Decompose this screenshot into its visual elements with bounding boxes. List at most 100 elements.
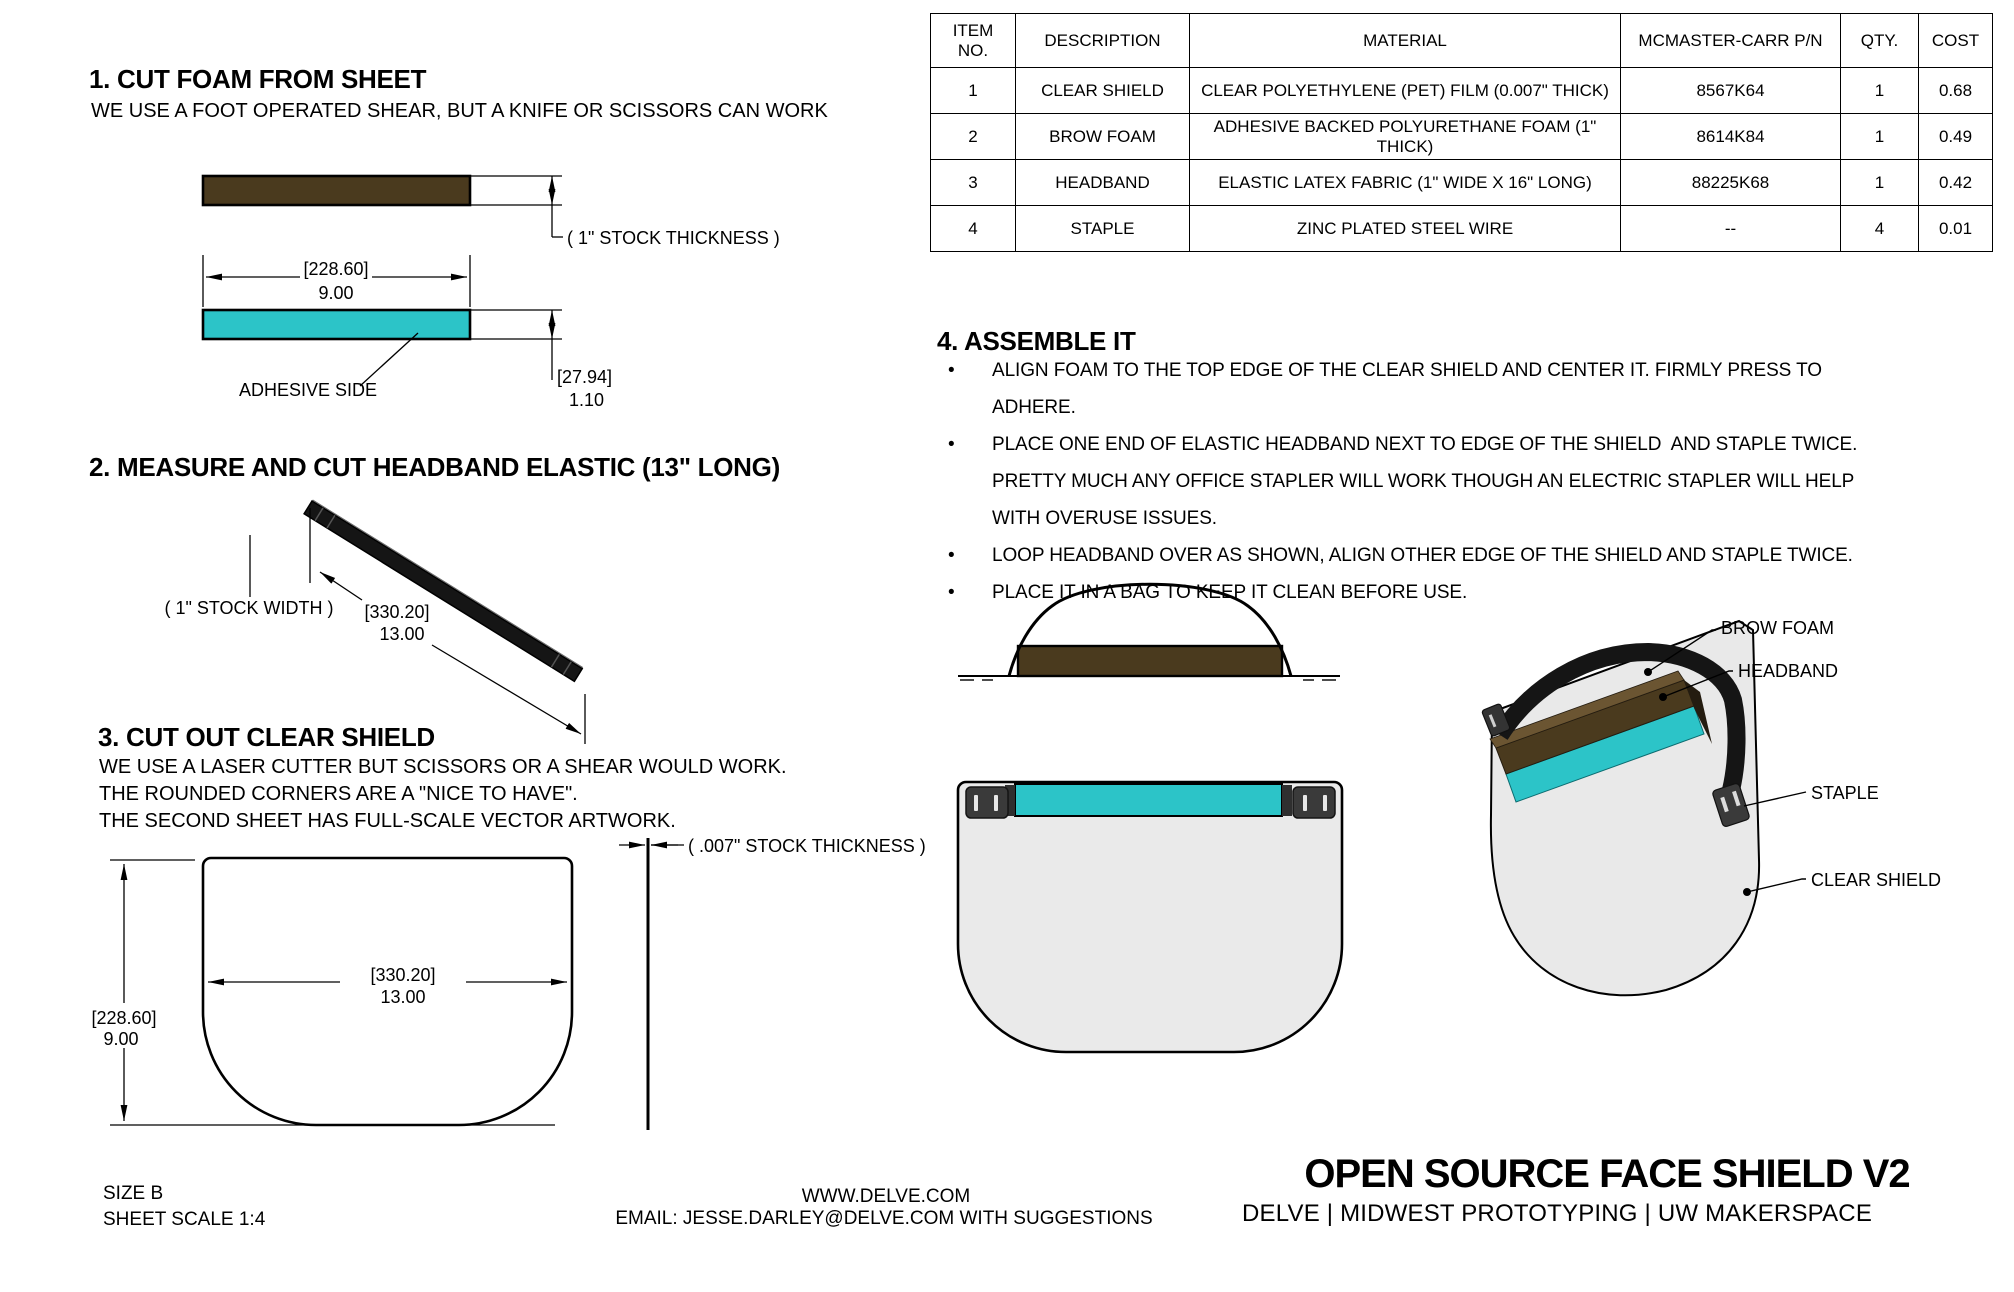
bom-header-pn: MCMASTER-CARR P/N [1620, 13, 1841, 68]
iso-foam-end-cap [1684, 680, 1712, 744]
bom-cell: HEADBAND [1015, 159, 1190, 206]
assembly-step: ALIGN FOAM TO THE TOP EDGE OF THE CLEAR … [948, 352, 1883, 426]
front-shield-body [956, 780, 1344, 1054]
bom-header-row: ITEM NO. DESCRIPTION MATERIAL MCMASTER-C… [930, 13, 1993, 68]
bom-cell: -- [1620, 205, 1841, 252]
bom-cell: 1 [930, 67, 1016, 114]
bom-cell: STAPLE [1015, 205, 1190, 252]
sheet-size-label: SIZE B [103, 1183, 164, 1204]
bom-cell: ZINC PLATED STEEL WIRE [1189, 205, 1621, 252]
foam-bar-adhesive [201, 308, 472, 341]
iso-headband [1492, 642, 1746, 793]
section1-title: 1. CUT FOAM FROM SHEET [89, 64, 427, 94]
assembly-step-text: PLACE IT IN A BAG TO KEEP IT CLEAN BEFOR… [992, 582, 1468, 603]
bom-cell: ADHESIVE BACKED POLYURETHANE FOAM (1" TH… [1189, 113, 1621, 160]
bom-cell: 0.01 [1918, 205, 1993, 252]
headband-length-dim-mm: [330.20] [364, 602, 430, 622]
assembly-step-text: LOOP HEADBAND OVER AS SHOWN, ALIGN OTHER… [992, 545, 1853, 566]
iso-foam-top-face [1489, 670, 1685, 749]
assembly-step: LOOP HEADBAND OVER AS SHOWN, ALIGN OTHER… [948, 537, 1883, 574]
foam-width-dim-in: 9.00 [318, 283, 354, 303]
bom-cell: 8567K64 [1620, 67, 1841, 114]
bom-cell: 88225K68 [1620, 159, 1841, 206]
bom-row: 4 STAPLE ZINC PLATED STEEL WIRE -- 4 0.0… [930, 205, 1993, 252]
bom-header-cost: COST [1918, 13, 1993, 68]
bom-cell: 8614K84 [1620, 113, 1841, 160]
section3-line2: THE ROUNDED CORNERS ARE A "NICE TO HAVE"… [99, 783, 578, 805]
assembly-front-view [956, 780, 1344, 1054]
bom-cell: 0.49 [1918, 113, 1993, 160]
drawing-title: OPEN SOURCE FACE SHIELD V2 [1304, 1152, 1910, 1196]
bom-cell: BROW FOAM [1015, 113, 1190, 160]
section3-title: 3. CUT OUT CLEAR SHIELD [98, 722, 435, 752]
drawing-credits: DELVE | MIDWEST PROTOTYPING | UW MAKERSP… [1241, 1200, 1873, 1227]
stock-width-note: ( 1" STOCK WIDTH ) [164, 598, 334, 618]
adhesive-side-label: ADHESIVE SIDE [239, 380, 378, 400]
section2-title: 2. MEASURE AND CUT HEADBAND ELASTIC (13"… [89, 452, 780, 482]
assembly-steps-list: ALIGN FOAM TO THE TOP EDGE OF THE CLEAR … [948, 352, 1883, 611]
shield-height-dim-mm: [228.60] [91, 1008, 157, 1028]
callout-staple: STAPLE [1811, 783, 1879, 803]
website-text: WWW.DELVE.COM [801, 1186, 971, 1207]
email-text: EMAIL: JESSE.DARLEY@DELVE.COM WITH SUGGE… [615, 1208, 1153, 1229]
bom-cell: 0.42 [1918, 159, 1993, 206]
bom-cell: CLEAR SHIELD [1015, 67, 1190, 114]
bullet-icon [948, 537, 992, 574]
bom-header-item: ITEM NO. [930, 13, 1016, 68]
bom-cell: ELASTIC LATEX FABRIC (1" WIDE X 16" LONG… [1189, 159, 1621, 206]
foam-height-dim-in: 1.10 [569, 390, 605, 410]
iso-staple-right [1712, 783, 1750, 827]
bom-header-description: DESCRIPTION [1015, 13, 1190, 68]
bom-row: 2 BROW FOAM ADHESIVE BACKED POLYURETHANE… [930, 113, 1993, 160]
foam-sheet-diagram [201, 174, 563, 387]
brow-foam-top-view [1016, 644, 1284, 678]
bom-cell: 1 [1840, 159, 1919, 206]
shield-width-dim-in: 13.00 [380, 987, 426, 1007]
shield-width-dim-mm: [330.20] [370, 965, 436, 985]
shield-height-dim-in: 9.00 [103, 1029, 139, 1049]
staple-right-front [1292, 786, 1336, 819]
section3-line1: WE USE A LASER CUTTER BUT SCISSORS OR A … [99, 756, 787, 778]
bom-cell: CLEAR POLYETHYLENE (PET) FILM (0.007" TH… [1189, 67, 1621, 114]
assembly-step-text: ALIGN FOAM TO THE TOP EDGE OF THE CLEAR … [992, 360, 1827, 418]
headband-strip [303, 499, 584, 683]
iso-shield-body [1489, 619, 1761, 997]
bom-header-qty: QTY. [1840, 13, 1919, 68]
bullet-icon [948, 426, 992, 537]
section4-title: 4. ASSEMBLE IT [937, 326, 1136, 356]
bom-row: 3 HEADBAND ELASTIC LATEX FABRIC (1" WIDE… [930, 159, 1993, 206]
bom-cell: 0.68 [1918, 67, 1993, 114]
sheet-scale-label: SHEET SCALE 1:4 [103, 1209, 266, 1230]
iso-staple-left [1481, 703, 1511, 737]
bom-cell: 1 [1840, 113, 1919, 160]
assembly-step: PLACE ONE END OF ELASTIC HEADBAND NEXT T… [948, 426, 1883, 537]
adhesive-leader-line [359, 332, 419, 387]
callout-brow-foam: BROW FOAM [1721, 618, 1834, 638]
bom-cell: 3 [930, 159, 1016, 206]
bom-cell: 1 [1840, 67, 1919, 114]
iso-foam-adhesive-face [1505, 705, 1705, 803]
bom-cell: 4 [930, 205, 1016, 252]
bom-row: 1 CLEAR SHIELD CLEAR POLYETHYLENE (PET) … [930, 67, 1993, 114]
shield-thickness-note: ( .007" STOCK THICKNESS ) [688, 836, 926, 856]
staple-left-front [965, 786, 1009, 819]
stock-thickness-note: ( 1" STOCK THICKNESS ) [567, 228, 780, 248]
assembly-step: PLACE IT IN A BAG TO KEEP IT CLEAN BEFOR… [948, 574, 1883, 611]
bom-table: ITEM NO. DESCRIPTION MATERIAL MCMASTER-C… [930, 13, 1993, 252]
callout-headband: HEADBAND [1738, 661, 1839, 681]
bom-header-material: MATERIAL [1189, 13, 1621, 68]
headband-length-dim-in: 13.00 [379, 624, 425, 644]
callout-clear-shield: CLEAR SHIELD [1811, 870, 1942, 890]
foam-bar-brown [201, 174, 472, 207]
bullet-icon [948, 574, 992, 611]
section3-line3: THE SECOND SHEET HAS FULL-SCALE VECTOR A… [99, 810, 676, 832]
bullet-icon [948, 352, 992, 426]
assembly-step-text: PLACE ONE END OF ELASTIC HEADBAND NEXT T… [992, 434, 1863, 529]
section1-subtitle: WE USE A FOOT OPERATED SHEAR, BUT A KNIF… [91, 100, 828, 122]
bom-cell: 2 [930, 113, 1016, 160]
foam-strip-front [1014, 783, 1283, 817]
foam-height-dim-mm: [27.94] [557, 367, 613, 387]
bom-cell: 4 [1840, 205, 1919, 252]
iso-foam-front-face [1495, 679, 1695, 775]
